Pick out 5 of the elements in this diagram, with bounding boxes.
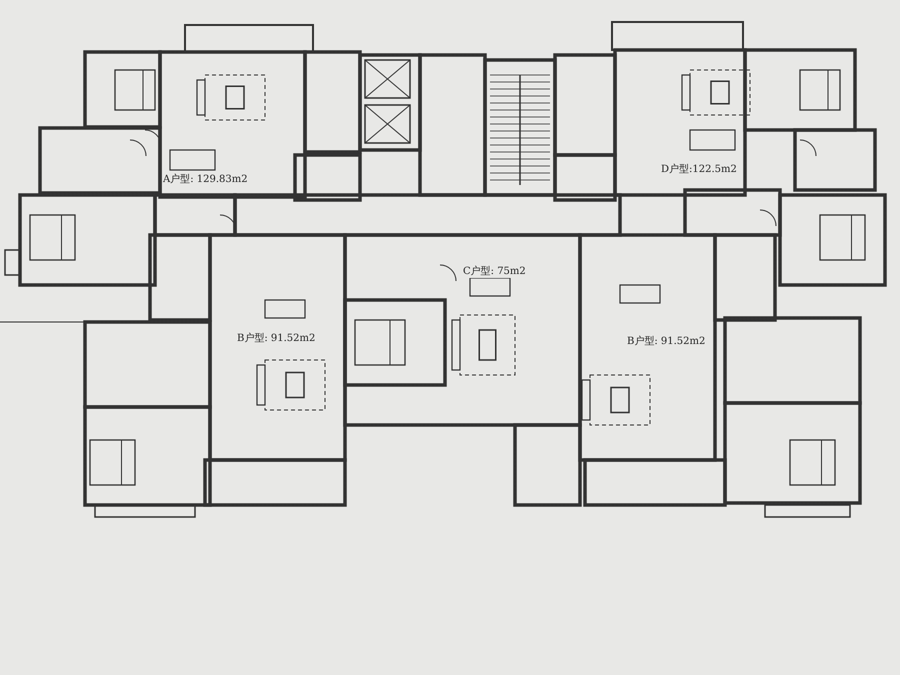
area-label: B户型: 91.52m2: [626, 334, 706, 348]
area-label: C户型: 75m2: [462, 264, 527, 278]
area-label: D户型:122.5m2: [660, 162, 738, 176]
area-label: B户型: 91.52m2: [236, 331, 316, 345]
area-label: A户型: 129.83m2: [162, 172, 249, 186]
